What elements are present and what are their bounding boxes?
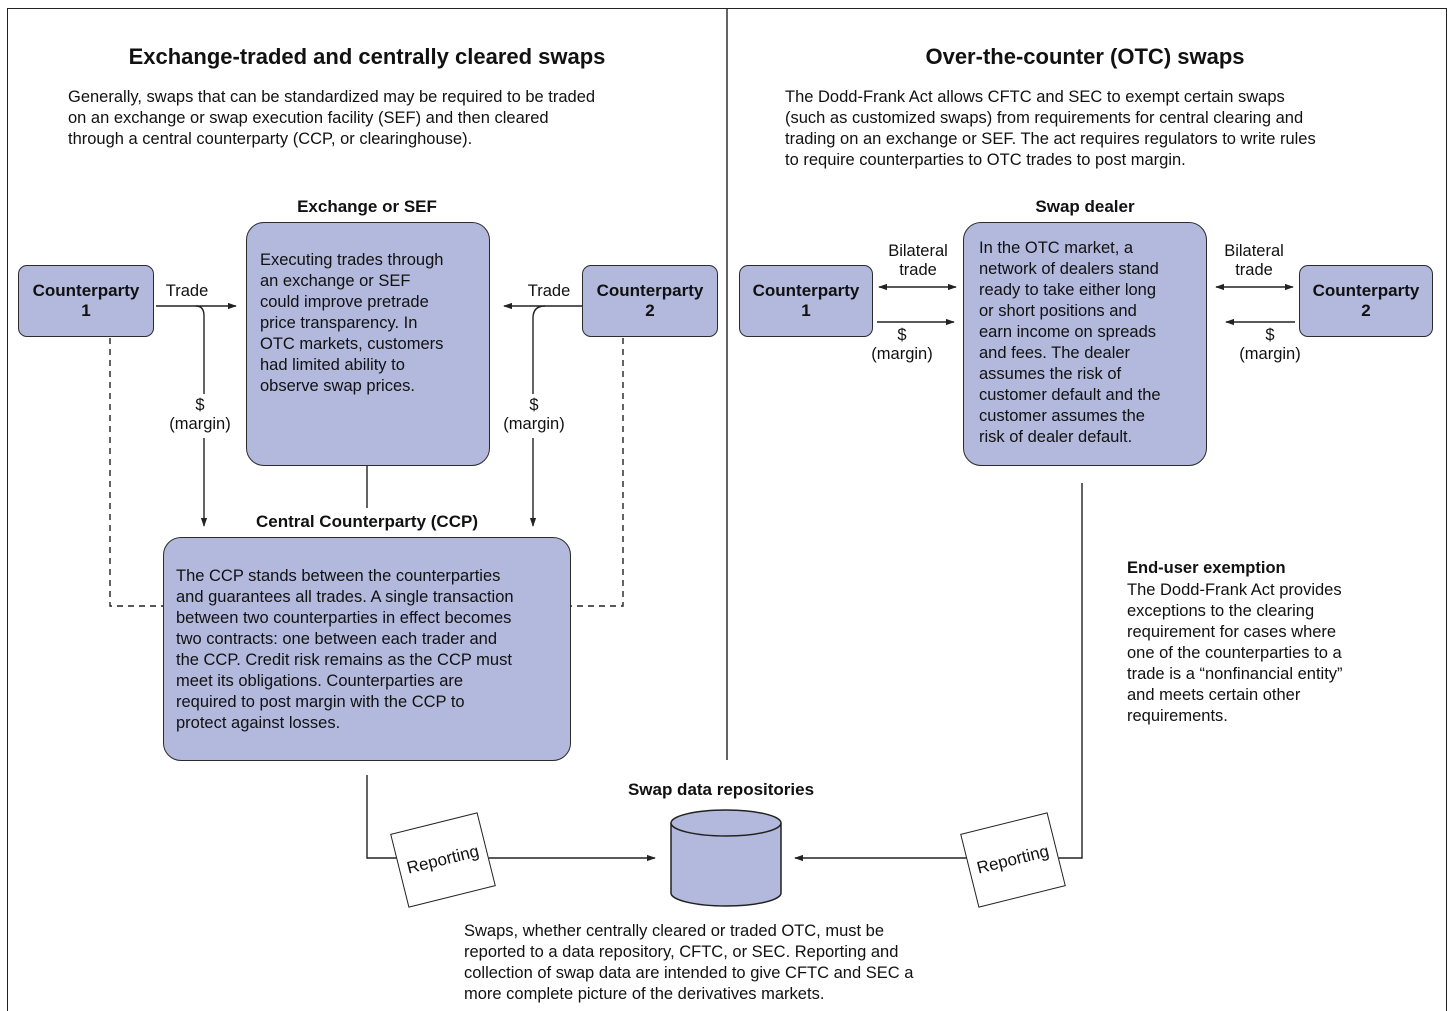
margin-arrow-right: [532, 305, 546, 394]
dealer-heading: Swap dealer: [1035, 197, 1135, 216]
otc-margin-label-right: $ (margin): [1239, 326, 1301, 363]
margin-arrow-left: [195, 305, 205, 394]
exemption-heading: End-user exemption: [1127, 559, 1286, 577]
counterparty-1-left: Counterparty 1: [18, 265, 154, 337]
dealer-text: In the OTC market, a network of dealers …: [979, 239, 1161, 446]
repository-heading: Swap data repositories: [627, 780, 815, 799]
margin-label-left: $ (margin): [160, 396, 240, 434]
reporting-line-left: [366, 775, 656, 862]
repository-cylinder: [670, 809, 782, 907]
ccp-box: The CCP stands between the counterpartie…: [163, 537, 571, 761]
reporting-line-right: [794, 483, 1083, 862]
dashed-link-right: [570, 338, 624, 607]
counterparty-2-left: Counterparty 2: [582, 265, 718, 337]
trade-label-left: Trade: [165, 282, 209, 300]
left-panel-intro: Generally, swaps that can be standardize…: [68, 88, 596, 148]
bilateral-label-right: Bilateral trade: [1224, 242, 1284, 279]
margin-label-right: $ (margin): [494, 396, 574, 434]
left-panel-title: Exchange-traded and centrally cleared sw…: [128, 44, 606, 69]
exemption-text: The Dodd-Frank Act provides exceptions t…: [1127, 581, 1343, 725]
bilateral-label-left: Bilateral trade: [888, 242, 948, 279]
exchange-text: Executing trades through an exchange or …: [260, 251, 444, 395]
dealer-box: In the OTC market, a network of dealers …: [963, 222, 1207, 466]
right-panel-title: Over-the-counter (OTC) swaps: [925, 44, 1245, 69]
dashed-link-left: [109, 338, 163, 607]
ccp-heading: Central Counterparty (CCP): [256, 512, 478, 531]
reporting-label-right: Reporting: [974, 841, 1051, 878]
repository-caption: Swaps, whether centrally cleared or trad…: [464, 922, 914, 1003]
reporting-label-left: Reporting: [404, 841, 481, 878]
otc-margin-label-left: $ (margin): [871, 326, 933, 363]
counterparty-2-right: Counterparty 2: [1299, 265, 1433, 337]
right-panel-intro: The Dodd-Frank Act allows CFTC and SEC t…: [785, 88, 1316, 169]
counterparty-1-right: Counterparty 1: [739, 265, 873, 337]
exchange-heading: Exchange or SEF: [297, 197, 437, 216]
exchange-box: Executing trades through an exchange or …: [246, 222, 490, 466]
trade-label-right: Trade: [527, 282, 571, 300]
ccp-text: The CCP stands between the counterpartie…: [176, 567, 514, 732]
